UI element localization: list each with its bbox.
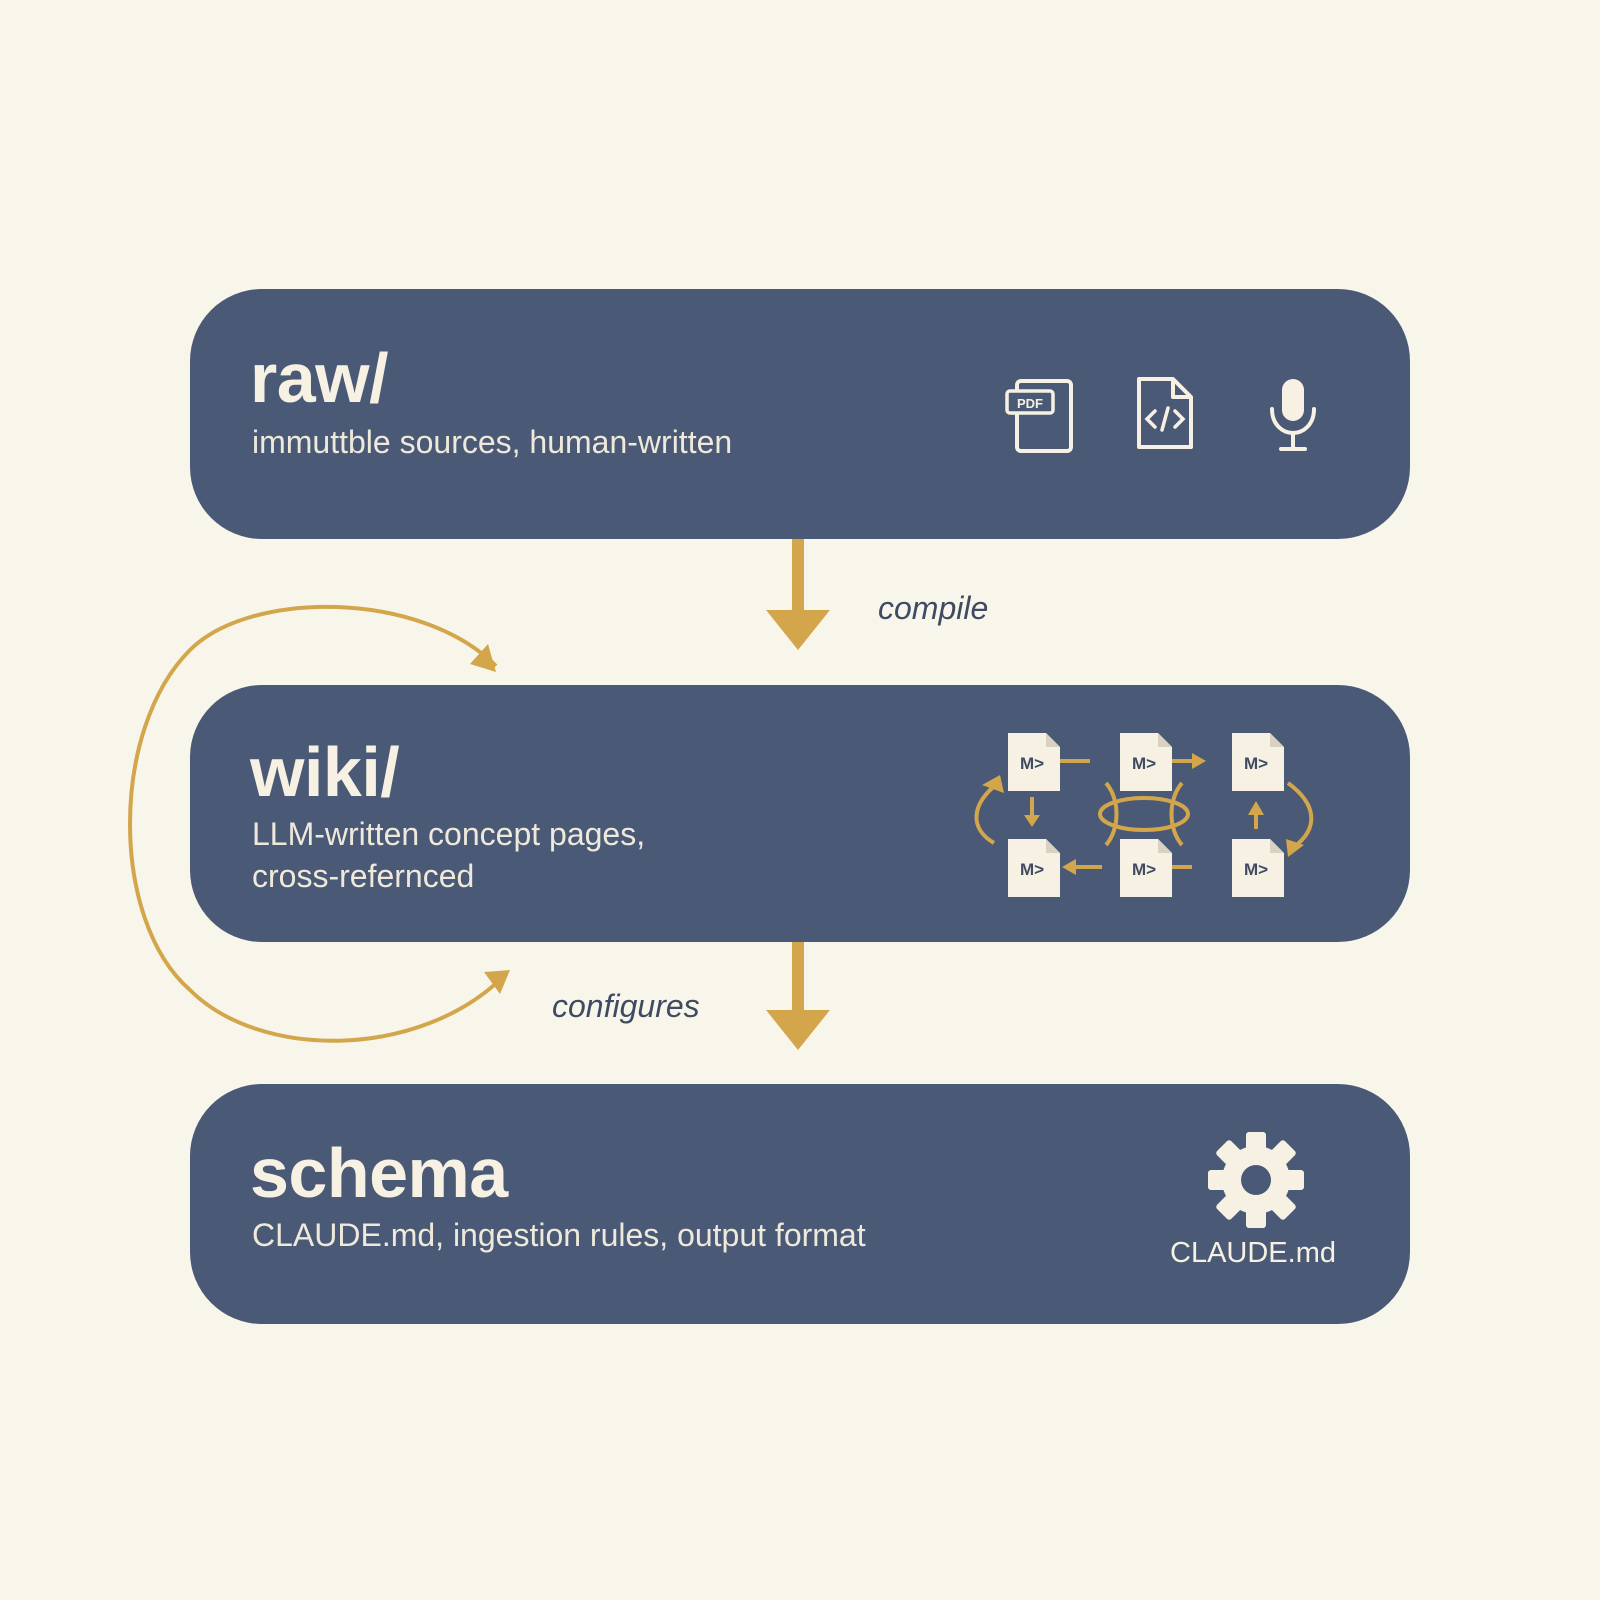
configures-arrow bbox=[766, 942, 830, 1050]
feedback-loop-arrow bbox=[128, 604, 510, 1043]
layer-title: raw/ bbox=[250, 339, 389, 417]
svg-text:PDF: PDF bbox=[1017, 396, 1043, 411]
layer-wiki: wiki/ LLM-written concept pages, cross-r… bbox=[190, 685, 1410, 942]
layer-description: CLAUDE.md, ingestion rules, output forma… bbox=[252, 1217, 866, 1253]
compile-label: compile bbox=[878, 590, 989, 626]
microphone-icon bbox=[1265, 375, 1321, 460]
description-line-2: cross-refernced bbox=[252, 858, 475, 894]
layer-description: immuttble sources, human-written bbox=[252, 424, 733, 460]
svg-text:M>: M> bbox=[1244, 754, 1268, 773]
configures-label: configures bbox=[552, 988, 700, 1024]
layer-schema: schema CLAUDE.md, ingestion rules, outpu… bbox=[190, 1084, 1410, 1324]
claude-md-label: CLAUDE.md bbox=[1170, 1237, 1336, 1269]
layer-title: wiki/ bbox=[250, 733, 400, 811]
markdown-page-4: M> bbox=[1008, 839, 1060, 897]
code-file-icon bbox=[1135, 375, 1195, 456]
layer-raw: raw/ immuttble sources, human-written PD… bbox=[190, 289, 1410, 539]
description-line-1: LLM-written concept pages, bbox=[252, 816, 646, 852]
markdown-page-1: M> bbox=[1008, 733, 1060, 791]
markdown-pages-network-icon: M> M> M> M> M> bbox=[970, 725, 1350, 910]
markdown-page-3: M> bbox=[1232, 733, 1284, 791]
svg-text:M>: M> bbox=[1020, 754, 1044, 773]
markdown-page-5: M> bbox=[1120, 839, 1172, 897]
svg-text:M>: M> bbox=[1020, 860, 1044, 879]
markdown-page-6: M> bbox=[1232, 839, 1284, 897]
compile-arrow bbox=[766, 539, 830, 650]
pdf-file-icon: PDF bbox=[1005, 377, 1075, 462]
svg-text:M>: M> bbox=[1132, 754, 1156, 773]
svg-text:M>: M> bbox=[1132, 860, 1156, 879]
svg-text:M>: M> bbox=[1244, 860, 1268, 879]
markdown-page-2: M> bbox=[1120, 733, 1172, 791]
gear-icon bbox=[1206, 1130, 1306, 1235]
layer-description: LLM-written concept pages, cross-refernc… bbox=[252, 813, 772, 897]
layer-title: schema bbox=[250, 1134, 508, 1212]
